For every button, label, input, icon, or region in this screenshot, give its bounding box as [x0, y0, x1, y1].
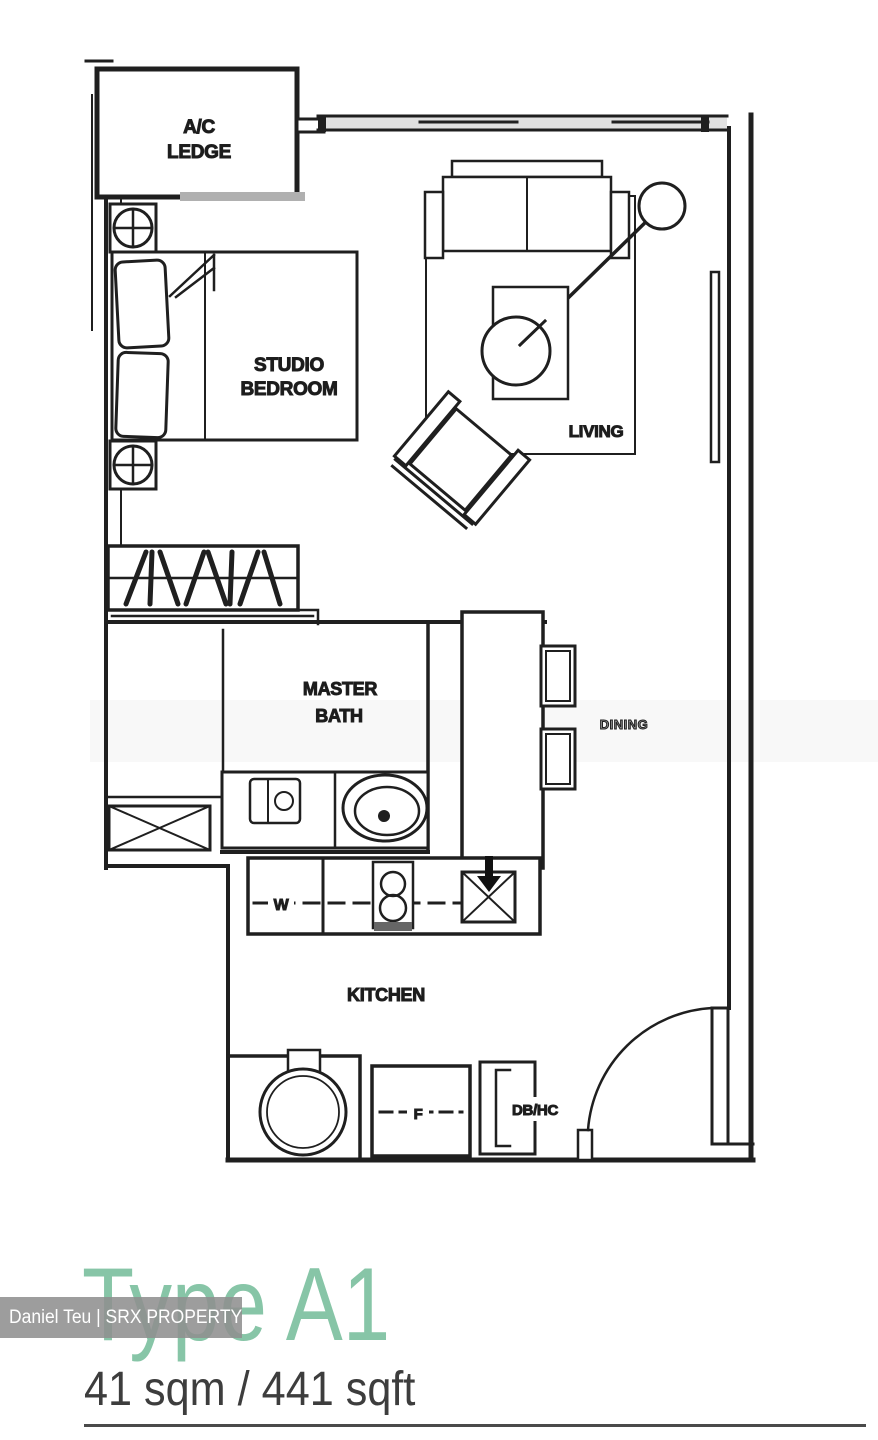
dining-island	[460, 610, 545, 870]
armchair	[390, 389, 532, 531]
fridge: F	[370, 1064, 472, 1158]
room-label-kitchen: KITCHEN	[347, 985, 425, 1005]
room-label-living: LIVING	[569, 422, 624, 441]
watermark-text: Daniel Teu | SRX PROPERTY	[9, 1307, 243, 1328]
wash-basin	[341, 773, 429, 843]
room-label-ac-2: LEDGE	[167, 142, 231, 163]
sink	[460, 856, 517, 924]
window-band	[316, 114, 729, 132]
db-hc-label: DB/HC	[512, 1102, 558, 1119]
ac-ledge: A/C LEDGE	[94, 66, 326, 201]
nightstand-top	[108, 202, 158, 254]
db-hc-cabinet: DB/HC	[478, 1060, 566, 1156]
kitchen-counter: W	[246, 856, 542, 936]
hob	[371, 860, 415, 931]
master-bath	[106, 628, 430, 852]
room-label-bedroom-2: BEDROOM	[240, 379, 337, 400]
room-label-ac-1: A/C	[183, 117, 215, 138]
unit-area: 41 sqm / 441 sqft	[84, 1363, 416, 1416]
dining-chair-1	[539, 644, 577, 708]
sofa	[423, 159, 631, 260]
entrance-door	[576, 1006, 730, 1162]
room-label-bath-1: MASTER	[303, 679, 378, 699]
washer-label: W	[274, 897, 290, 914]
coffee-table	[480, 285, 570, 401]
watermark-badge: Daniel Teu | SRX PROPERTY	[0, 1297, 242, 1338]
round-appliance	[258, 1048, 348, 1157]
right-window	[709, 270, 721, 464]
room-label-dining: DINING	[600, 717, 649, 732]
nightstand-bottom	[108, 439, 158, 491]
room-label-bedroom-1: STUDIO	[254, 355, 324, 376]
room-label-bath-2: BATH	[315, 706, 362, 726]
fridge-label: F	[414, 1106, 423, 1123]
shower-box	[107, 804, 212, 852]
toilet	[248, 777, 302, 825]
divider-line	[84, 1424, 866, 1427]
lower-counter: F DB/HC	[226, 1048, 566, 1160]
floorplan-drawing: A/C LEDGE STUDIO BEDROOM	[84, 59, 756, 1163]
wardrobe	[106, 544, 320, 626]
dining-chair-2	[539, 727, 577, 791]
bed	[110, 250, 359, 442]
